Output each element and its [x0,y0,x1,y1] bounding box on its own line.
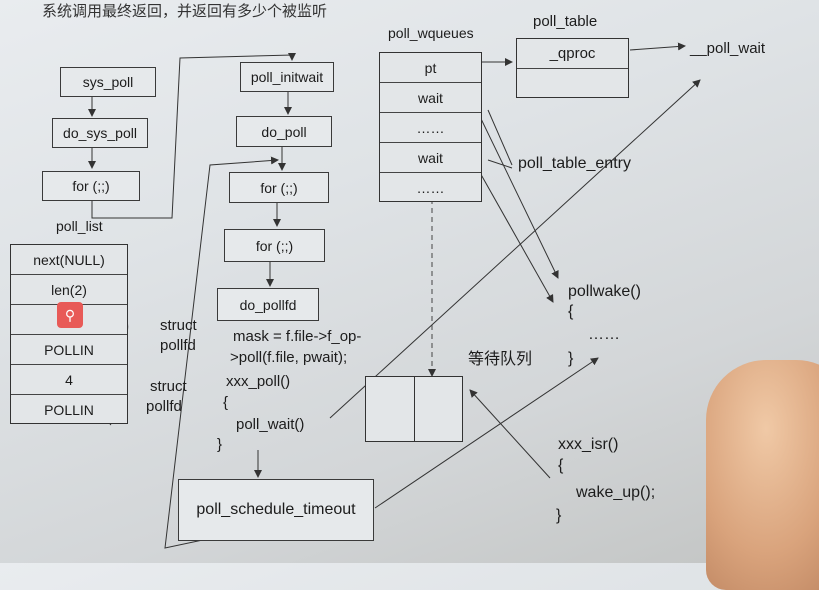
code-line-poll-call: >poll(f.file, pwait); [230,349,348,366]
sys-poll-box: sys_poll [60,67,156,97]
pollwake-close-brace: } [568,350,574,367]
for-inner-box: for (;;) [224,229,325,262]
struct-label-2: struct [150,378,187,395]
poll-table-row-empty [517,69,628,98]
poll-list-table: next(NULL) len(2) POLLIN 4 POLLIN [10,244,128,424]
code-line-xxx-poll: xxx_poll() [226,373,291,390]
poll-table-box: _qproc [516,38,629,98]
pollfd-label-2: pollfd [146,398,182,415]
wait-queue-divider [414,377,415,441]
wqueues-row-ellipsis: …… [416,180,445,196]
wqueues-row-ellipsis: …… [380,113,481,143]
code-line-close-brace: } [217,436,223,453]
struct-label-1: struct [160,317,197,334]
wqueues-row-wait: wait [380,83,481,113]
pollwake-body: …… [588,326,620,343]
code-line-open-brace: { [223,394,229,411]
poll-schedule-timeout-box: poll_schedule_timeout [178,479,374,541]
pollfd-label-1: pollfd [160,337,196,354]
poll-wait-target-label: __poll_wait [690,40,766,57]
pollwake-func: pollwake() [568,283,641,300]
for-outer-box: for (;;) [229,172,329,203]
poll-list-row [11,305,127,335]
poll-list-title: poll_list [56,218,103,234]
header-caption: 系统调用最终返回，并返回有多少个被监听 [42,2,328,20]
poll-wqueues-table: pt wait …… wait …… [379,52,482,202]
poll-list-row: POLLIN [44,402,94,418]
wait-queue-label: 等待队列 [468,351,533,368]
wqueues-row-wait: wait [380,143,481,173]
connector-lines [88,42,701,549]
do-poll-box: do_poll [236,116,332,147]
wait-queue-box [365,376,463,442]
finger-photo-artifact [706,360,819,590]
poll-initwait-box: poll_initwait [240,62,334,92]
do-pollfd-box: do_pollfd [217,288,319,321]
code-line-poll-wait: poll_wait() [236,416,305,433]
poll-wqueues-title: poll_wqueues [388,25,474,41]
isr-wake-up: wake_up(); [576,484,656,501]
poll-table-entry-label: poll_table_entry [518,155,631,172]
isr-func: xxx_isr() [558,436,619,453]
poll-list-row: next(NULL) [11,245,127,275]
poll-table-row-qproc: _qproc [517,39,628,69]
poll-list-row: POLLIN [11,335,127,365]
search-overlay-icon[interactable]: ⚲ [57,302,83,328]
pollwake-open-brace: { [568,303,574,320]
do-sys-poll-box: do_sys_poll [52,118,148,148]
poll-list-row: 4 [11,365,127,395]
code-line-mask: mask = f.file->f_op- [233,328,362,345]
isr-open-brace: { [558,457,564,474]
poll-table-title: poll_table [533,13,598,30]
for-loop-box: for (;;) [42,171,140,201]
isr-close-brace: } [556,507,562,524]
poll-list-row: len(2) [11,275,127,305]
wqueues-row-pt: pt [380,53,481,83]
